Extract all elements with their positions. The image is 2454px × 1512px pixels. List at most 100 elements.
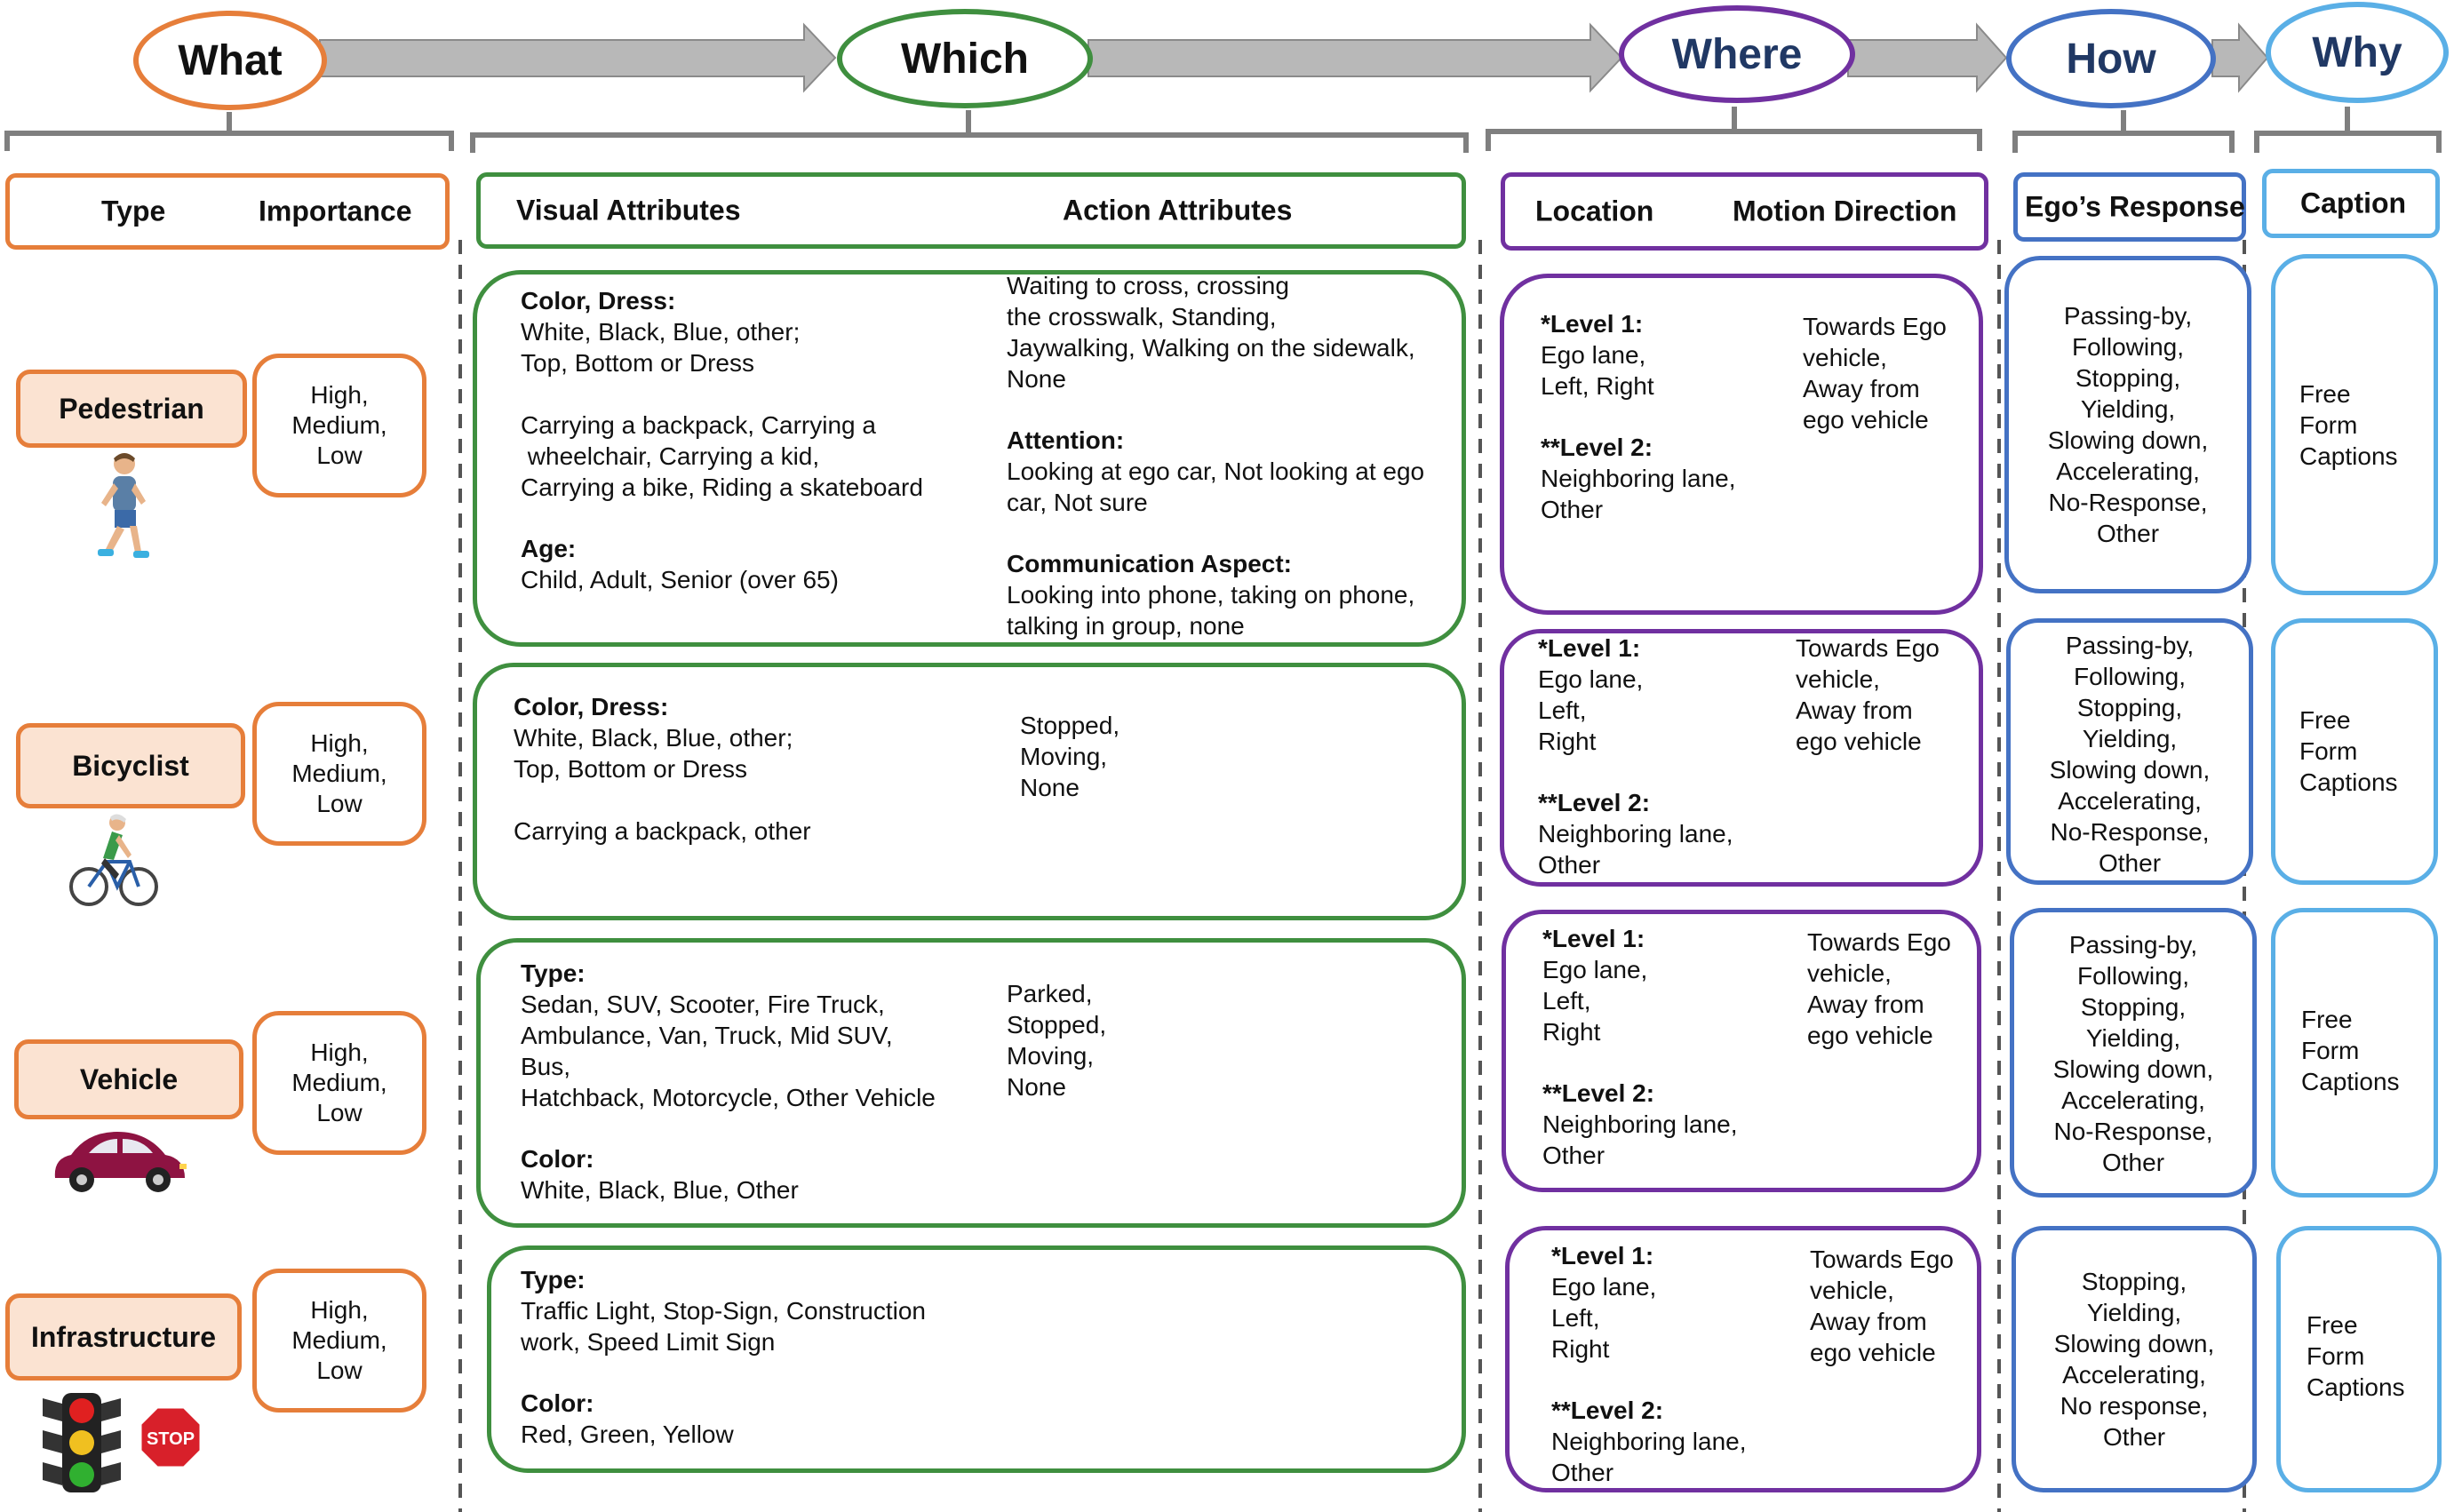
ped-ego-text: Passing-by, Following, Stopping, Yieldin… xyxy=(2047,302,2209,547)
importance-infrastructure: High, Medium, Low xyxy=(252,1269,426,1413)
which-box-bicyclist xyxy=(473,663,1466,920)
bic-level2-text: Neighboring lane, Other xyxy=(1538,820,1733,879)
ped-age-heading: Age: xyxy=(521,535,577,562)
where-box-vehicle xyxy=(1502,910,1981,1192)
which-box-vehicle xyxy=(476,938,1466,1228)
arrow-how-why xyxy=(2211,22,2269,93)
oval-which-label: Which xyxy=(901,35,1029,83)
where-box-bicyclist xyxy=(1500,629,1983,887)
oval-where: Where xyxy=(1619,5,1855,103)
bic-ego-text: Passing-by, Following, Stopping, Yieldin… xyxy=(2049,632,2211,877)
inf-caption-text: Free Form Captions xyxy=(2307,1311,2405,1401)
pedestrian-icon xyxy=(98,453,149,558)
inf-level2-heading: **Level 2: xyxy=(1551,1397,1664,1424)
stop-sign-icon: STOP xyxy=(139,1405,203,1469)
bicycle-icon xyxy=(69,814,158,906)
header-which: Visual Attributes Action Attributes xyxy=(476,172,1466,249)
stop-sign-text: STOP xyxy=(147,1429,195,1449)
bic-action-text: Stopped, Moving, None xyxy=(1020,712,1120,801)
how-box-bicyclist xyxy=(2006,618,2253,885)
inf-level1-text: Ego lane, Left, Right xyxy=(1551,1273,1657,1363)
where-box-infrastructure xyxy=(1505,1226,1981,1492)
header-caption: Caption xyxy=(2262,169,2440,238)
bic-level2-heading: **Level 2: xyxy=(1538,789,1651,816)
where-box-pedestrian xyxy=(1500,274,1983,615)
label-vehicle-text: Vehicle xyxy=(79,1062,179,1095)
ped-level1-text: Ego lane, Left, Right xyxy=(1541,341,1654,400)
label-pedestrian-text: Pedestrian xyxy=(59,392,204,425)
header-what: Type Importance xyxy=(5,173,450,250)
which-box-infrastructure xyxy=(487,1245,1466,1473)
importance-infrastructure-text: High, Medium, Low xyxy=(291,1296,387,1384)
ped-action-text: Waiting to cross, crossing the crosswalk… xyxy=(1007,272,1415,393)
inf-ego-text: Stopping, Yielding, Slowing down, Accele… xyxy=(2053,1268,2215,1451)
veh-type-text: Sedan, SUV, Scooter, Fire Truck, Ambulan… xyxy=(521,991,936,1111)
bracket-which xyxy=(470,110,1469,153)
why-box-vehicle xyxy=(2271,908,2438,1198)
importance-pedestrian: High, Medium, Low xyxy=(252,354,426,497)
how-box-pedestrian xyxy=(2004,256,2251,593)
header-importance: Importance xyxy=(259,195,412,227)
importance-bicyclist-text: High, Medium, Low xyxy=(291,729,387,817)
bracket-how xyxy=(2012,110,2235,153)
veh-level1-text: Ego lane, Left, Right xyxy=(1542,956,1648,1046)
header-ego-label: Ego’s Response xyxy=(2025,190,2245,223)
label-infrastructure-text: Infrastructure xyxy=(30,1320,217,1353)
bic-visual-heading: Color, Dress: xyxy=(514,693,669,720)
arrow-where-how xyxy=(1847,22,2008,93)
arrow-which-where xyxy=(1088,22,1623,93)
ped-visual-text: White, Black, Blue, other; Top, Bottom o… xyxy=(521,318,923,501)
header-motion: Motion Direction xyxy=(1733,195,1957,227)
arrow-what-which xyxy=(319,22,837,93)
veh-type-heading: Type: xyxy=(521,959,586,987)
why-box-infrastructure xyxy=(2276,1226,2442,1492)
oval-what-label: What xyxy=(178,36,283,84)
veh-action-text: Parked, Stopped, Moving, None xyxy=(1007,980,1107,1101)
inf-level2-text: Neighboring lane, Other xyxy=(1551,1428,1747,1486)
bic-motion-text: Towards Ego vehicle, Away from ego vehic… xyxy=(1796,634,1940,755)
how-box-infrastructure xyxy=(2012,1226,2257,1492)
inf-type-heading: Type: xyxy=(521,1266,586,1293)
ped-visual-heading: Color, Dress: xyxy=(521,287,676,314)
veh-motion-text: Towards Ego vehicle, Away from ego vehic… xyxy=(1807,928,1951,1049)
veh-ego-text: Passing-by, Following, Stopping, Yieldin… xyxy=(2052,931,2214,1176)
why-box-pedestrian xyxy=(2271,254,2438,595)
importance-pedestrian-text: High, Medium, Low xyxy=(291,381,387,469)
bracket-what xyxy=(4,112,454,151)
importance-vehicle-text: High, Medium, Low xyxy=(291,1039,387,1126)
ped-communication-heading: Communication Aspect: xyxy=(1007,550,1292,577)
oval-what: What xyxy=(133,11,327,110)
ped-level2-heading: **Level 2: xyxy=(1541,434,1653,461)
ped-level1-heading: *Level 1: xyxy=(1541,310,1644,338)
header-where: Location Motion Direction xyxy=(1501,172,1988,251)
how-box-vehicle xyxy=(2010,908,2257,1198)
why-box-bicyclist xyxy=(2271,618,2438,885)
importance-vehicle: High, Medium, Low xyxy=(252,1011,426,1155)
ped-motion-text: Towards Ego vehicle, Away from ego vehic… xyxy=(1803,313,1947,434)
veh-color-heading: Color: xyxy=(521,1145,594,1173)
ped-level2-text: Neighboring lane, Other xyxy=(1541,465,1736,523)
oval-how-label: How xyxy=(2066,35,2156,83)
ped-attention-text: Looking at ego car, Not looking at ego c… xyxy=(1007,458,1425,516)
label-vehicle: Vehicle xyxy=(14,1039,243,1119)
oval-which: Which xyxy=(837,9,1093,108)
header-caption-label: Caption xyxy=(2300,187,2407,219)
ped-communication-text: Looking into phone, taking on phone, tal… xyxy=(1007,581,1415,640)
inf-motion-text: Towards Ego vehicle, Away from ego vehic… xyxy=(1810,1245,1954,1366)
traffic-light-icon xyxy=(43,1393,121,1492)
veh-color-text: White, Black, Blue, Other xyxy=(521,1176,799,1204)
oval-where-label: Where xyxy=(1671,30,1803,78)
bic-visual-text: White, Black, Blue, other; Top, Bottom o… xyxy=(514,724,811,845)
oval-why-label: Why xyxy=(2312,28,2402,76)
inf-color-text: Red, Green, Yellow xyxy=(521,1420,734,1448)
bic-level1-text: Ego lane, Left, Right xyxy=(1538,665,1644,755)
label-infrastructure: Infrastructure xyxy=(5,1293,242,1381)
veh-level2-text: Neighboring lane, Other xyxy=(1542,1110,1738,1169)
ped-age-text: Child, Adult, Senior (over 65) xyxy=(521,566,839,593)
inf-level1-heading: *Level 1: xyxy=(1551,1242,1654,1269)
importance-bicyclist: High, Medium, Low xyxy=(252,702,426,846)
which-box-pedestrian xyxy=(473,270,1466,647)
label-pedestrian: Pedestrian xyxy=(16,370,247,448)
bracket-why xyxy=(2254,107,2442,153)
